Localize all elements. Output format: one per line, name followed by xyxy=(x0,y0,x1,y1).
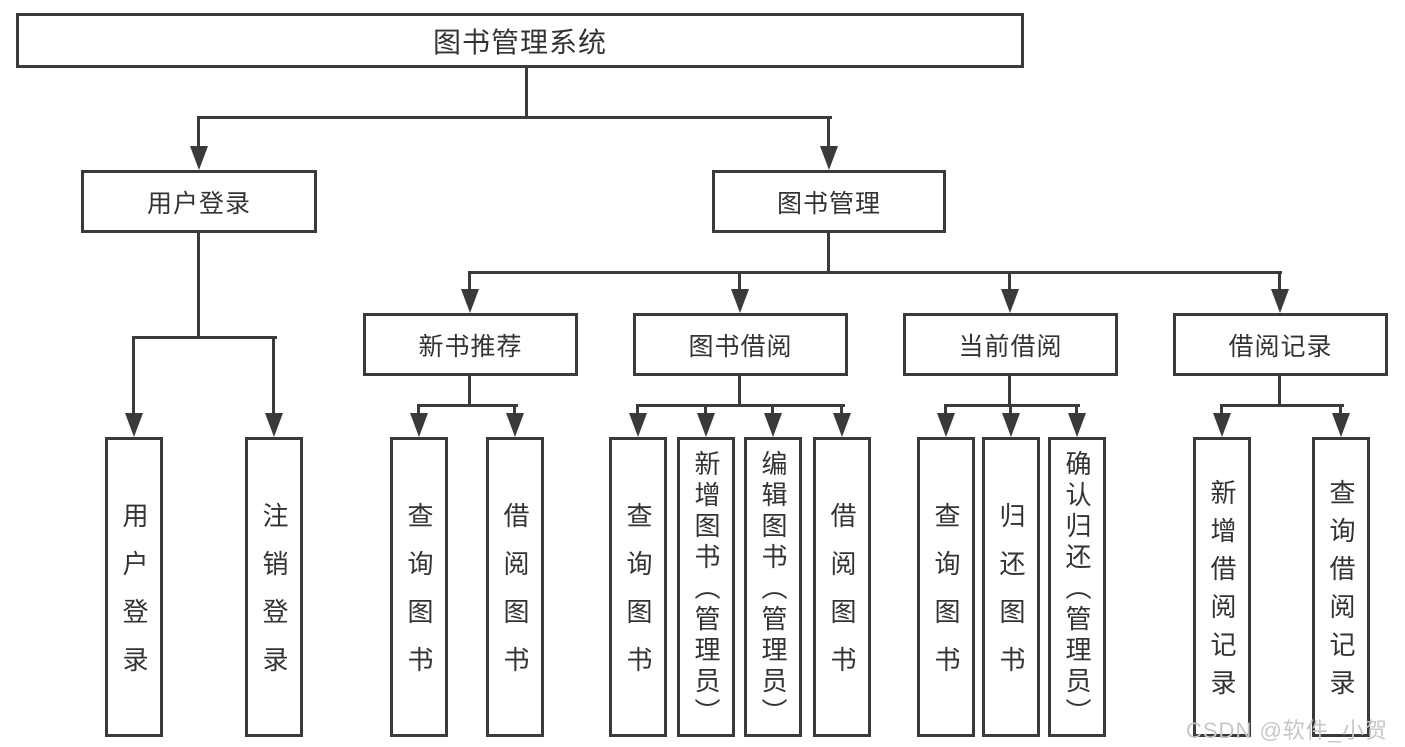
leaf-current-return: 归还图书 xyxy=(982,437,1040,737)
arrowhead-down-icon xyxy=(1001,289,1019,313)
connector-drop-borrowing xyxy=(738,271,741,291)
node-current-label: 当前借阅 xyxy=(958,332,1063,361)
leaf-newbooks-borrow: 借阅图书 xyxy=(486,437,544,737)
leaf-records-query: 查询借阅记录 xyxy=(1312,437,1370,737)
leaf-borrowing-query-label: 查询图书 xyxy=(623,502,653,694)
connector-drop-logout xyxy=(272,336,275,416)
leaf-records-add-label: 新增借阅记录 xyxy=(1207,479,1237,707)
connector-records-stem xyxy=(1278,376,1281,407)
connector-drop-leaf xyxy=(1009,404,1012,416)
leaf-newbooks-borrow-label: 借阅图书 xyxy=(500,502,530,694)
arrowhead-down-icon xyxy=(190,146,208,170)
node-records: 借阅记录 xyxy=(1173,313,1388,376)
connector-drop-leaf xyxy=(771,404,774,416)
leaf-current-confirm: 确认归还（管理员） xyxy=(1048,437,1106,737)
arrowhead-down-icon xyxy=(125,413,143,437)
connector-drop-leaf xyxy=(513,404,516,416)
connector-level3-spread xyxy=(468,271,1282,274)
connector-drop-user-login xyxy=(197,116,200,150)
arrowhead-down-icon xyxy=(410,413,428,437)
connector-drop-leaf xyxy=(1075,404,1078,416)
leaf-newbooks-query: 查询图书 xyxy=(390,437,448,737)
arrowhead-down-icon xyxy=(1213,413,1231,437)
connector-drop-current xyxy=(1008,271,1011,291)
connector-records-spread xyxy=(1220,404,1344,407)
connector-drop-leaf xyxy=(417,404,420,416)
arrowhead-down-icon xyxy=(937,413,955,437)
leaf-borrowing-edit: 编辑图书（管理员） xyxy=(744,437,802,737)
leaf-logout-label: 注销登录 xyxy=(259,502,289,694)
connector-borrowing-stem xyxy=(738,376,741,407)
connector-drop-book-mgmt xyxy=(827,116,830,150)
leaf-borrowing-borrow: 借阅图书 xyxy=(813,437,871,737)
node-user-login: 用户登录 xyxy=(81,170,317,233)
arrowhead-down-icon xyxy=(731,289,749,313)
leaf-records-add: 新增借阅记录 xyxy=(1193,437,1251,737)
leaf-current-query-label: 查询图书 xyxy=(931,502,961,694)
connector-drop-records xyxy=(1278,271,1281,291)
arrowhead-down-icon xyxy=(764,413,782,437)
connector-drop-leaf xyxy=(944,404,947,416)
leaf-borrowing-borrow-label: 借阅图书 xyxy=(827,502,857,694)
arrowhead-down-icon xyxy=(1002,413,1020,437)
connector-root-stem xyxy=(525,68,528,118)
node-records-label: 借阅记录 xyxy=(1228,332,1333,361)
connector-new-books-stem xyxy=(468,376,471,407)
node-borrowing: 图书借阅 xyxy=(633,313,848,376)
arrowhead-down-icon xyxy=(506,413,524,437)
node-root-label: 图书管理系统 xyxy=(432,26,607,58)
leaf-current-return-label: 归还图书 xyxy=(996,502,1026,694)
connector-current-stem xyxy=(1008,376,1011,407)
connector-drop-new-books xyxy=(468,271,471,291)
arrowhead-down-icon xyxy=(1271,289,1289,313)
connector-new-books-spread xyxy=(417,404,518,407)
connector-book-mgmt-stem xyxy=(827,233,830,274)
leaf-newbooks-query-label: 查询图书 xyxy=(404,502,434,694)
connector-current-spread xyxy=(944,404,1080,407)
node-user-login-label: 用户登录 xyxy=(146,189,251,218)
connector-drop-leaf xyxy=(1220,404,1223,416)
leaf-logout: 注销登录 xyxy=(245,437,303,737)
arrowhead-down-icon xyxy=(461,289,479,313)
arrowhead-down-icon xyxy=(265,413,283,437)
leaf-borrowing-edit-label: 编辑图书（管理员） xyxy=(758,450,788,729)
node-book-mgmt: 图书管理 xyxy=(712,170,946,233)
connector-user-login-stem xyxy=(197,233,200,339)
node-current: 当前借阅 xyxy=(903,313,1118,376)
arrowhead-down-icon xyxy=(1332,413,1350,437)
leaf-borrowing-add-label: 新增图书（管理员） xyxy=(691,450,721,729)
arrowhead-down-icon xyxy=(833,413,851,437)
leaf-borrowing-query: 查询图书 xyxy=(609,437,667,737)
leaf-user-login: 用户登录 xyxy=(105,437,163,737)
node-book-mgmt-label: 图书管理 xyxy=(776,189,881,218)
connector-drop-leaf xyxy=(636,404,639,416)
connector-level2-spread xyxy=(197,116,832,119)
connector-user-login-spread xyxy=(132,336,277,339)
arrowhead-down-icon xyxy=(697,413,715,437)
node-root: 图书管理系统 xyxy=(16,13,1024,68)
node-borrowing-label: 图书借阅 xyxy=(688,332,793,361)
leaf-user-login-label: 用户登录 xyxy=(119,502,149,694)
node-new-books: 新书推荐 xyxy=(363,313,578,376)
arrowhead-down-icon xyxy=(820,146,838,170)
connector-drop-login xyxy=(132,336,135,416)
leaf-borrowing-add: 新增图书（管理员） xyxy=(677,437,735,737)
connector-drop-leaf xyxy=(704,404,707,416)
watermark: CSDN @软件_小贺同学 xyxy=(1186,718,1389,743)
node-new-books-label: 新书推荐 xyxy=(418,332,523,361)
arrowhead-down-icon xyxy=(629,413,647,437)
leaf-current-confirm-label: 确认归还（管理员） xyxy=(1062,450,1092,729)
leaf-current-query: 查询图书 xyxy=(917,437,975,737)
leaf-records-query-label: 查询借阅记录 xyxy=(1326,479,1356,707)
connector-drop-leaf xyxy=(1339,404,1342,416)
connector-drop-leaf xyxy=(840,404,843,416)
connector-borrowing-spread xyxy=(636,404,845,407)
arrowhead-down-icon xyxy=(1068,413,1086,437)
